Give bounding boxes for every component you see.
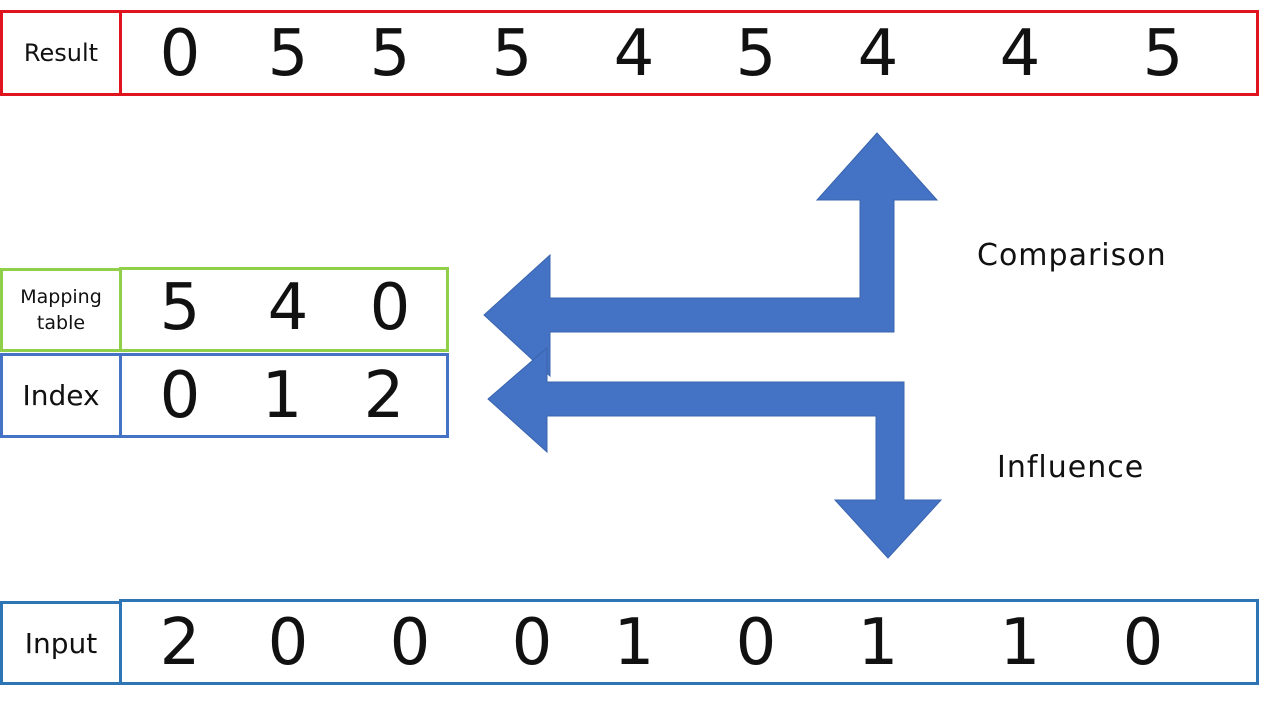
mapping-table-values-box: 5 4 0: [119, 267, 449, 352]
mapping-table-value-3: 0: [369, 271, 411, 345]
influence-label: Influence: [997, 450, 1145, 485]
input-value-8: 1: [999, 606, 1041, 680]
input-value-5: 1: [613, 606, 655, 680]
result-value-7: 4: [857, 17, 899, 91]
result-value-1: 0: [159, 17, 201, 91]
mapping-table-value-2: 4: [267, 271, 309, 345]
mapping-table-label-line2: table: [36, 312, 86, 334]
influence-arrow: [487, 346, 943, 559]
input-value-3: 0: [389, 606, 431, 680]
result-value-5: 4: [613, 17, 655, 91]
input-value-2: 0: [267, 606, 309, 680]
input-values-box: 2 0 0 0 1 0 1 1 0: [119, 599, 1259, 685]
result-label: Result: [23, 39, 99, 67]
result-value-3: 5: [369, 17, 411, 91]
input-value-9: 0: [1122, 606, 1164, 680]
input-label-box: Input: [0, 601, 122, 685]
input-value-7: 1: [857, 606, 899, 680]
input-value-6: 0: [735, 606, 777, 680]
input-label: Input: [24, 626, 98, 660]
result-value-2: 5: [267, 17, 309, 91]
index-label: Index: [22, 379, 100, 412]
index-value-1: 0: [159, 359, 201, 433]
result-value-4: 5: [491, 17, 533, 91]
index-values-box: 0 1 2: [119, 353, 449, 438]
index-value-2: 1: [261, 359, 303, 433]
mapping-table-value-1: 5: [159, 271, 201, 345]
mapping-table-label-line1: Mapping: [20, 286, 102, 308]
result-value-9: 5: [1142, 17, 1184, 91]
result-value-8: 4: [999, 17, 1041, 91]
input-value-4: 0: [511, 606, 553, 680]
index-value-3: 2: [363, 359, 405, 433]
comparison-label: Comparison: [977, 238, 1167, 273]
result-value-6: 5: [735, 17, 777, 91]
input-value-1: 2: [159, 606, 201, 680]
comparison-arrow: [483, 132, 939, 378]
result-values-box: 0 5 5 5 4 5 4 4 5: [119, 10, 1259, 96]
